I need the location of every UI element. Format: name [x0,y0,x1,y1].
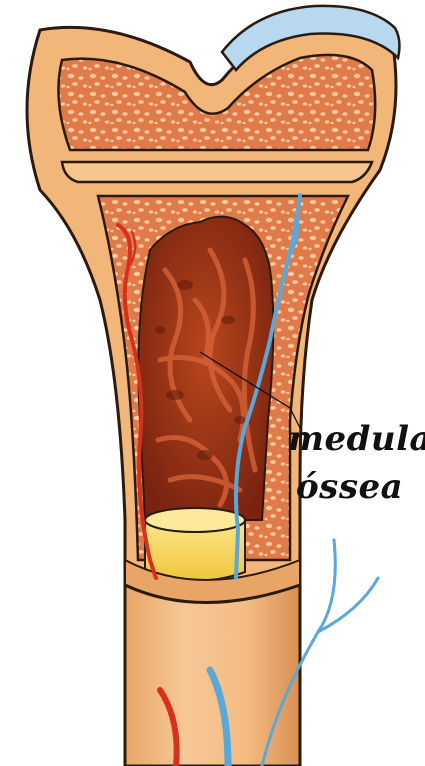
yellow-marrow [145,508,245,581]
label-medula: medula [288,419,425,459]
epiphyseal-line [62,162,372,182]
external-vessel-branch [318,578,378,632]
label-ossea: óssea [296,467,403,507]
red-bone-marrow [138,217,273,520]
